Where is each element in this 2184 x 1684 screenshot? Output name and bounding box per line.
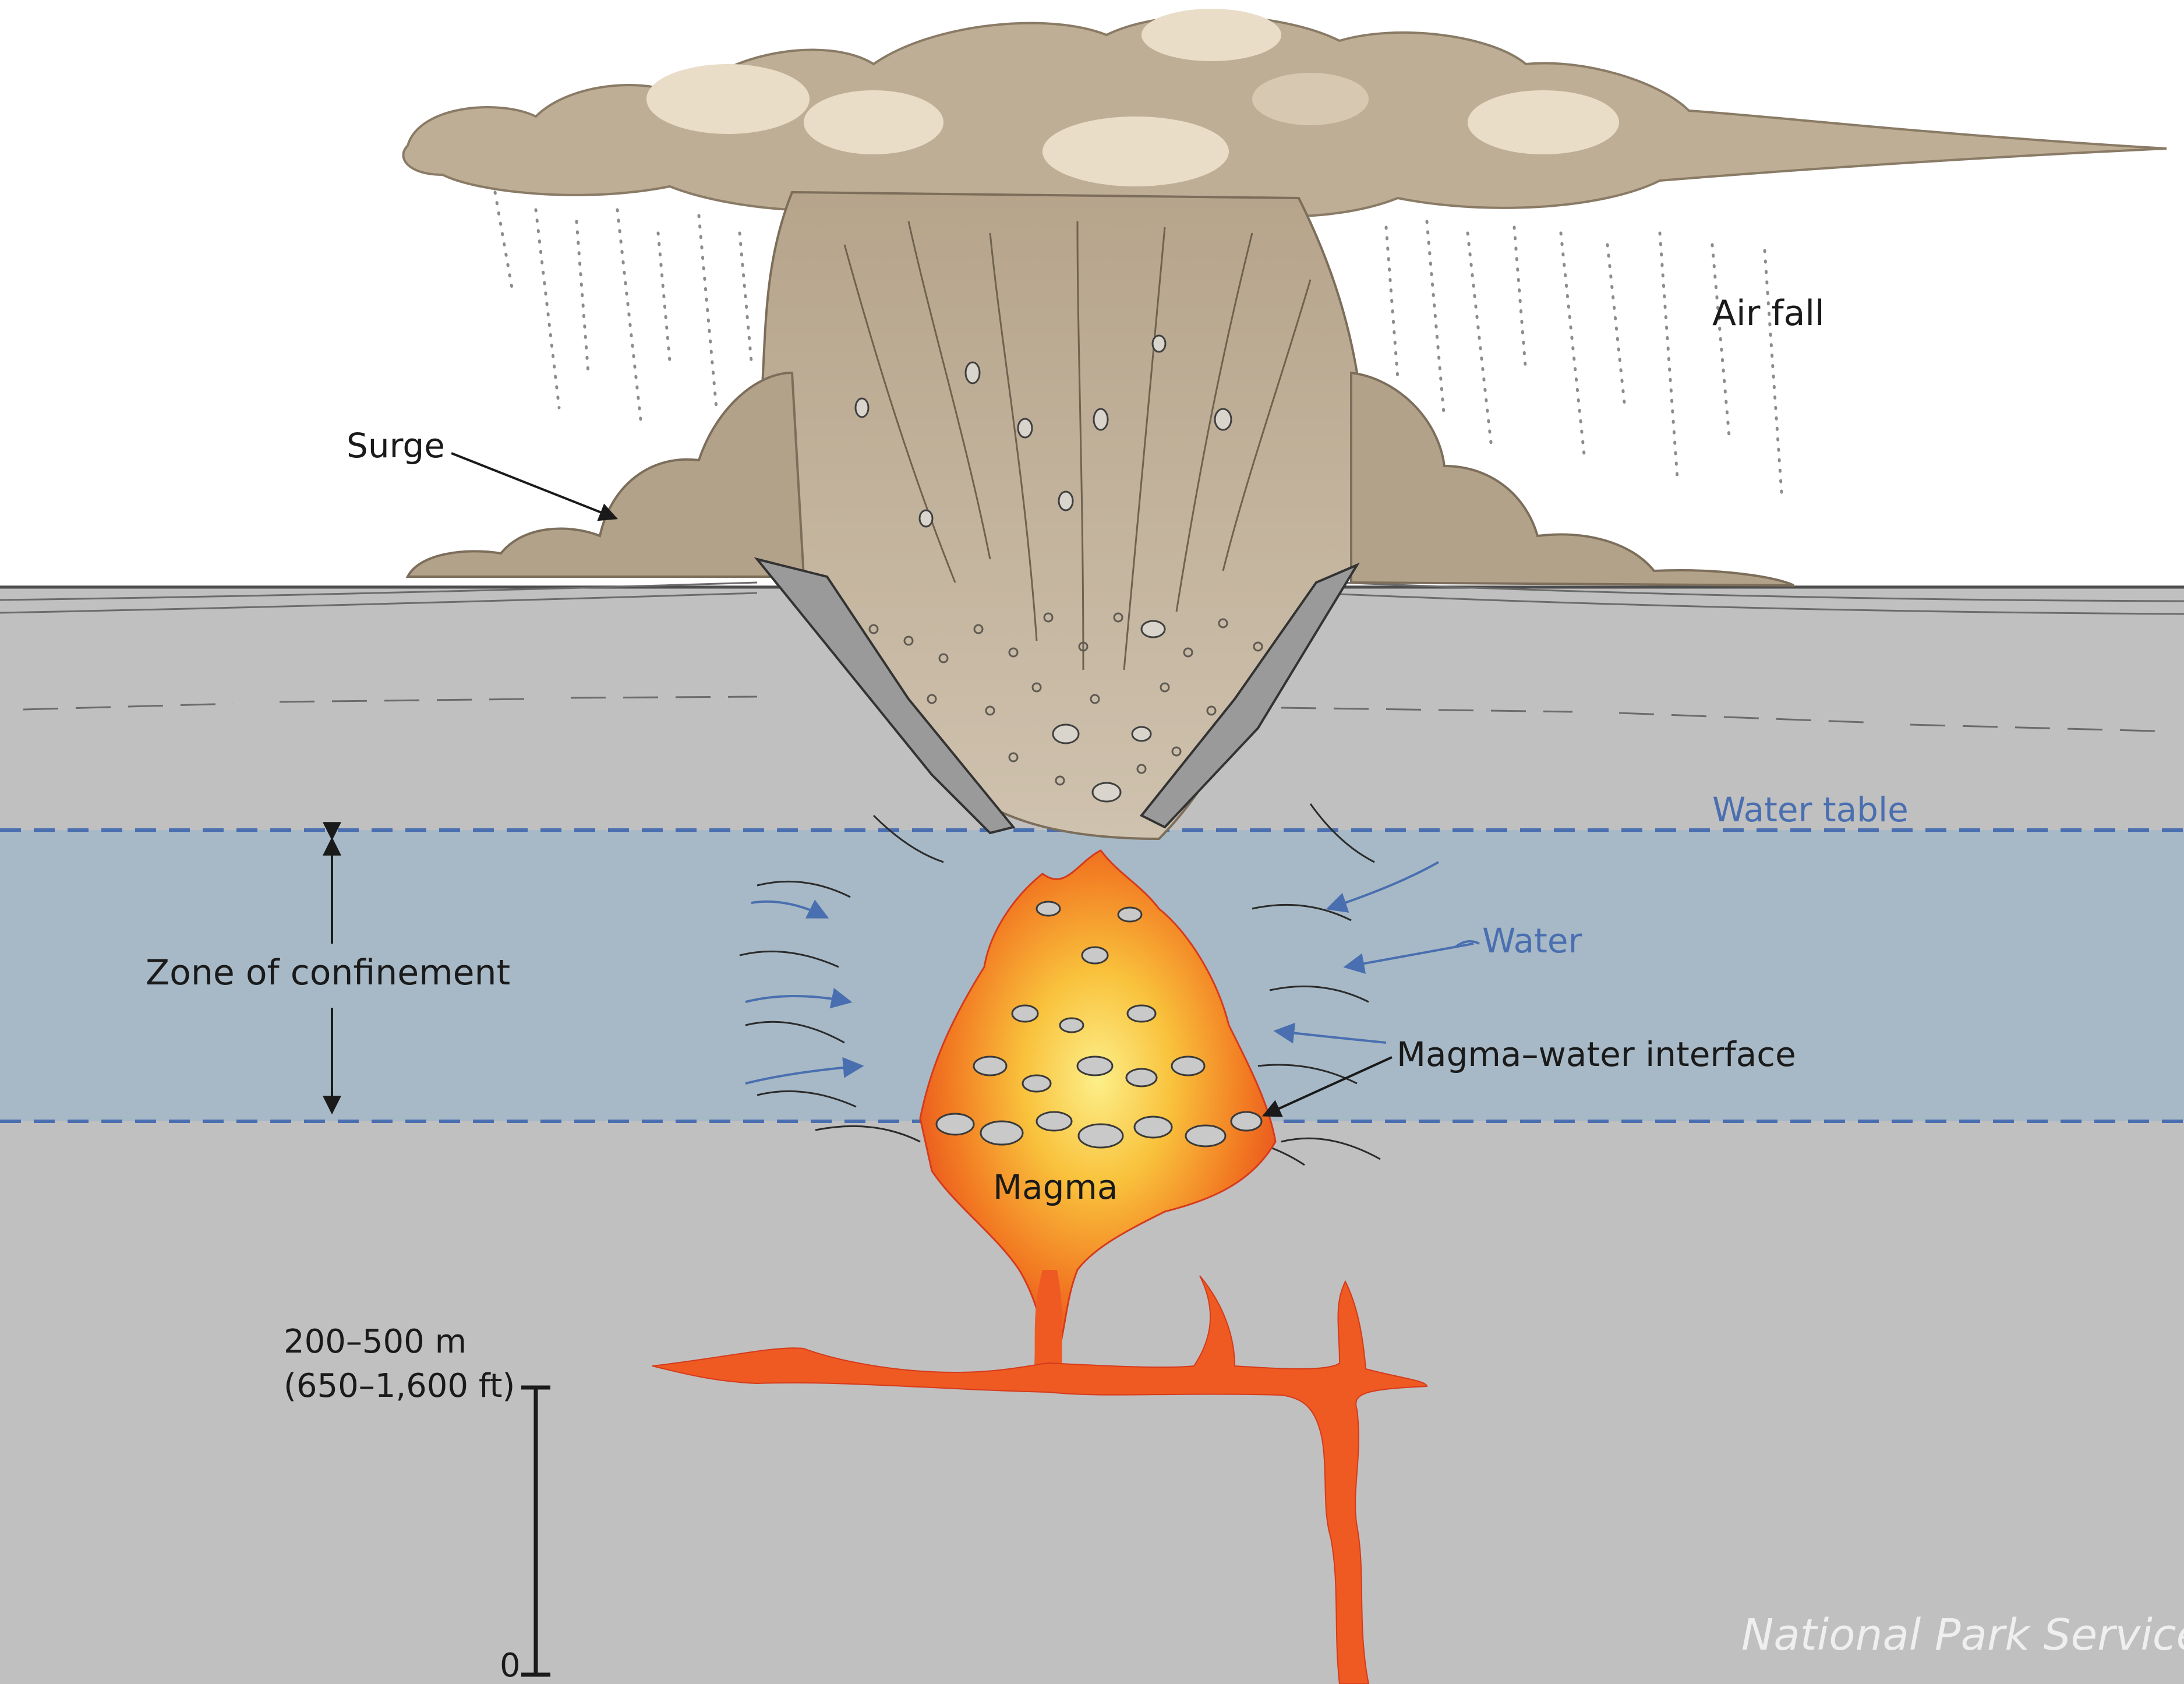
interface-leader-arrow [1262, 1056, 1393, 1117]
water-leader-line [1455, 940, 1480, 948]
depth-top-label-line1: 200–500 m [284, 1323, 467, 1361]
magma-water-interface-label: Magma–water interface [1397, 1035, 1796, 1074]
eruption-plume [402, 9, 2167, 841]
water-label: Water [1482, 921, 1582, 961]
credit-watermark: National Park Service [1741, 1610, 2184, 1660]
surge-label: Surge [347, 426, 445, 465]
surface-strata [0, 581, 2184, 732]
zone-of-confinement-label: Zone of confinement [146, 952, 510, 993]
air-fall-ash [493, 190, 1784, 503]
magma-body [652, 849, 1428, 1684]
depth-top-label-line2: (650–1,600 ft) [284, 1367, 515, 1405]
air-fall-label: Air fall [1712, 293, 1825, 334]
water-table-label: Water table [1712, 790, 1909, 829]
depth-zero-label: 0 [500, 1647, 521, 1684]
depth-scale-bar [521, 1385, 550, 1677]
magma-label: Magma [993, 1167, 1118, 1207]
surge-leader-arrow [451, 452, 618, 521]
